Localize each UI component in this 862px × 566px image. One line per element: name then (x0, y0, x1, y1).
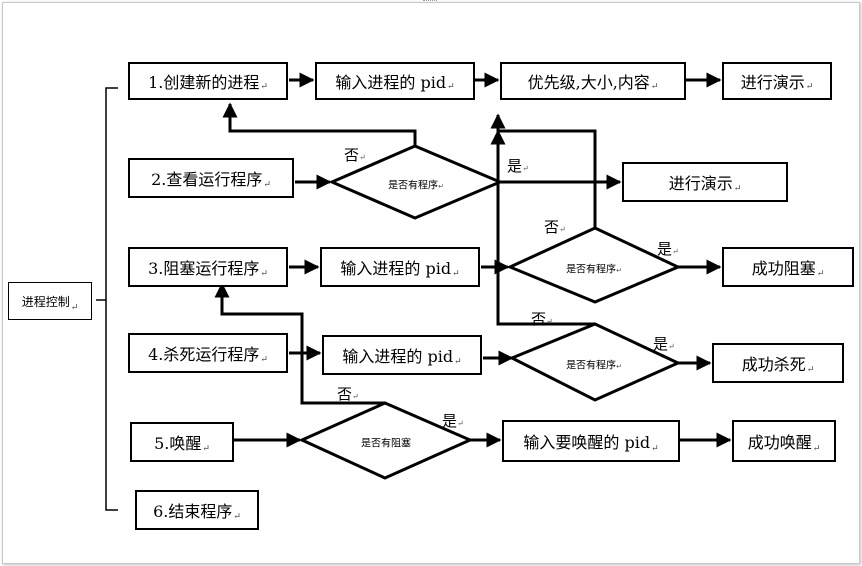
block-success: 成功阻塞↵ (722, 247, 854, 287)
menu-bracket (96, 87, 118, 511)
decision-view-text: 是否有程序↵ (388, 180, 444, 192)
create-input-pid-label: 输入进程的 pid (335, 73, 447, 92)
create-demo-label: 进行演示 (740, 73, 805, 92)
block-input-pid-label: 输入进程的 pid (340, 259, 452, 278)
decision-wake-text: 是否有阻塞 (361, 438, 411, 450)
decision-view (328, 144, 504, 220)
create-attributes: 优先级,大小,内容↵ (500, 62, 686, 100)
loop-block-no-to-create (490, 113, 597, 228)
wake-input-pid: 输入要唤醒的 pid↵ (502, 420, 680, 462)
window-grip (423, 0, 437, 5)
menu-view-label: 2.查看运行程序 (151, 170, 263, 189)
create-demo: 进行演示↵ (722, 62, 832, 100)
label-kill-yes: 是↵ (653, 335, 675, 353)
menu-item-kill: 4.杀死运行程序↵ (128, 333, 288, 373)
root-process-control: 进程控制↵ (8, 282, 92, 320)
create-attributes-label: 优先级,大小,内容 (527, 73, 650, 92)
create-input-pid: 输入进程的 pid↵ (315, 62, 475, 100)
decision-wake (298, 401, 474, 480)
loop-kill-no-to-create (490, 129, 595, 326)
kill-success-label: 成功杀死 (741, 355, 806, 374)
kill-success: 成功杀死↵ (712, 343, 844, 383)
block-input-pid: 输入进程的 pid↵ (320, 247, 480, 287)
label-view-no: 否↵ (344, 146, 366, 164)
menu-exit-label: 6.结束程序 (153, 502, 233, 521)
menu-item-create: 1.创建新的进程↵ (128, 62, 288, 100)
menu-item-wake: 5.唤醒↵ (130, 422, 234, 462)
decision-kill-text: 是否有程序↵ (566, 360, 622, 372)
label-kill-no: 否↵ (531, 310, 553, 328)
menu-wake-label: 5.唤醒 (154, 434, 202, 453)
label-wake-yes: 是↵ (442, 412, 464, 430)
menu-item-view: 2.查看运行程序↵ (128, 158, 294, 198)
wake-success: 成功唤醒↵ (732, 420, 836, 462)
label-block-yes: 是↵ (657, 240, 679, 258)
label-wake-no: 否↵ (337, 385, 359, 403)
loop-wake-no-to-block (214, 282, 385, 405)
block-success-label: 成功阻塞 (751, 259, 816, 278)
view-demo-label: 进行演示 (668, 174, 733, 193)
menu-block-label: 3.阻塞运行程序 (148, 259, 260, 278)
menu-item-block: 3.阻塞运行程序↵ (128, 247, 288, 287)
menu-item-exit: 6.结束程序↵ (135, 490, 259, 530)
decision-block-text: 是否有程序↵ (566, 264, 622, 276)
decision-block (506, 226, 682, 304)
label-block-no: 否↵ (544, 218, 566, 236)
kill-input-pid: 输入进程的 pid↵ (322, 335, 482, 375)
menu-create-label: 1.创建新的进程 (148, 73, 260, 92)
loop-view-no-to-create (222, 102, 417, 146)
view-demo: 进行演示↵ (622, 162, 788, 202)
decision-kill (508, 322, 682, 402)
root-label: 进程控制 (21, 294, 70, 309)
wake-input-pid-label: 输入要唤醒的 pid (523, 433, 651, 452)
wake-success-label: 成功唤醒 (747, 433, 812, 452)
menu-kill-label: 4.杀死运行程序 (148, 345, 260, 364)
kill-input-pid-label: 输入进程的 pid (342, 347, 454, 366)
label-view-yes: 是↵ (507, 157, 529, 175)
